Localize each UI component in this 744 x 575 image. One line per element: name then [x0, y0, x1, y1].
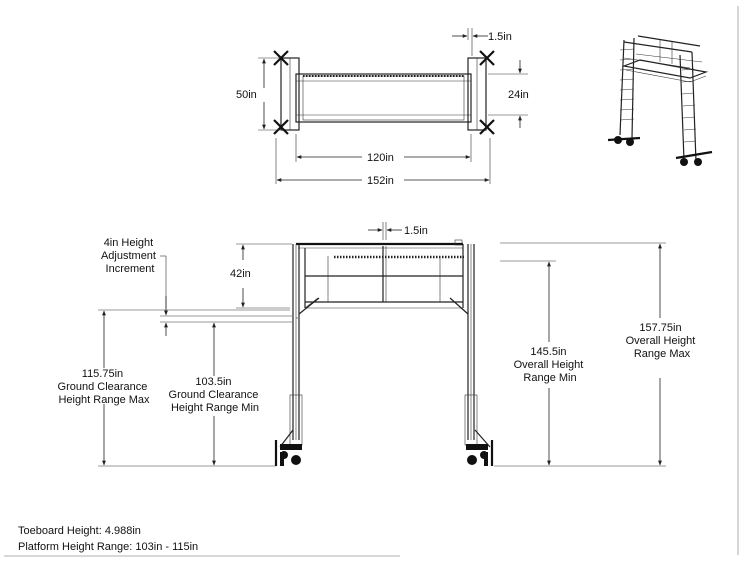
increment-label: 4in Height Adjustment Increment [101, 237, 159, 275]
top-length-inner-label: 120in [367, 152, 394, 164]
top-post-offset-label: 1.5in [488, 31, 512, 43]
overall-min-value: 145.5in [530, 346, 566, 358]
toeboard-note: Toeboard Height: 4.988in [18, 525, 141, 537]
sheet-border [4, 6, 739, 557]
clearance-min-label: 103.5in Ground Clearance Height Range Mi… [169, 376, 262, 414]
overall-max-line-2: Overall Height [626, 335, 696, 347]
side-view: 1.5in 42in 4in Height Adjustment Increme… [58, 222, 699, 467]
rail-height-label: 42in [230, 268, 251, 280]
iso-caster-icon [607, 136, 713, 166]
clearance-max-label: 115.75in Ground Clearance Height Range M… [58, 368, 151, 406]
clearance-min-line-2: Ground Clearance [169, 389, 259, 401]
overall-max-value: 157.75in [639, 322, 681, 334]
clearance-max-value: 115.75in [82, 368, 123, 380]
overall-max-line-3: Range Max [634, 348, 691, 360]
overall-min-label: 145.5in Overall Height Range Min [514, 346, 587, 384]
top-view: 1.5in 50in 24in 120in 152in [236, 28, 529, 187]
clearance-min-line-3: Height Range Min [171, 402, 259, 414]
side-caster-icon [274, 440, 494, 466]
platform-range-note: Platform Height Range: 103in - 115in [18, 541, 199, 553]
top-width-inner-label: 24in [508, 89, 529, 101]
caster-icon [273, 50, 495, 135]
isometric-view [607, 35, 713, 166]
clearance-max-line-2: Ground Clearance [58, 381, 148, 393]
clearance-max-line-3: Height Range Max [58, 394, 150, 406]
increment-line-1: 4in Height [104, 237, 154, 249]
side-post-offset-label: 1.5in [404, 225, 428, 237]
overall-min-line-2: Overall Height [514, 359, 584, 371]
overall-min-line-3: Range Min [523, 372, 576, 384]
top-length-outer-label: 152in [367, 175, 394, 187]
overall-max-label: 157.75in Overall Height Range Max [626, 322, 699, 360]
clearance-min-value: 103.5in [195, 376, 231, 388]
top-width-outer-label: 50in [236, 89, 257, 101]
increment-line-2: Adjustment [101, 250, 156, 262]
increment-line-3: Increment [106, 263, 155, 275]
